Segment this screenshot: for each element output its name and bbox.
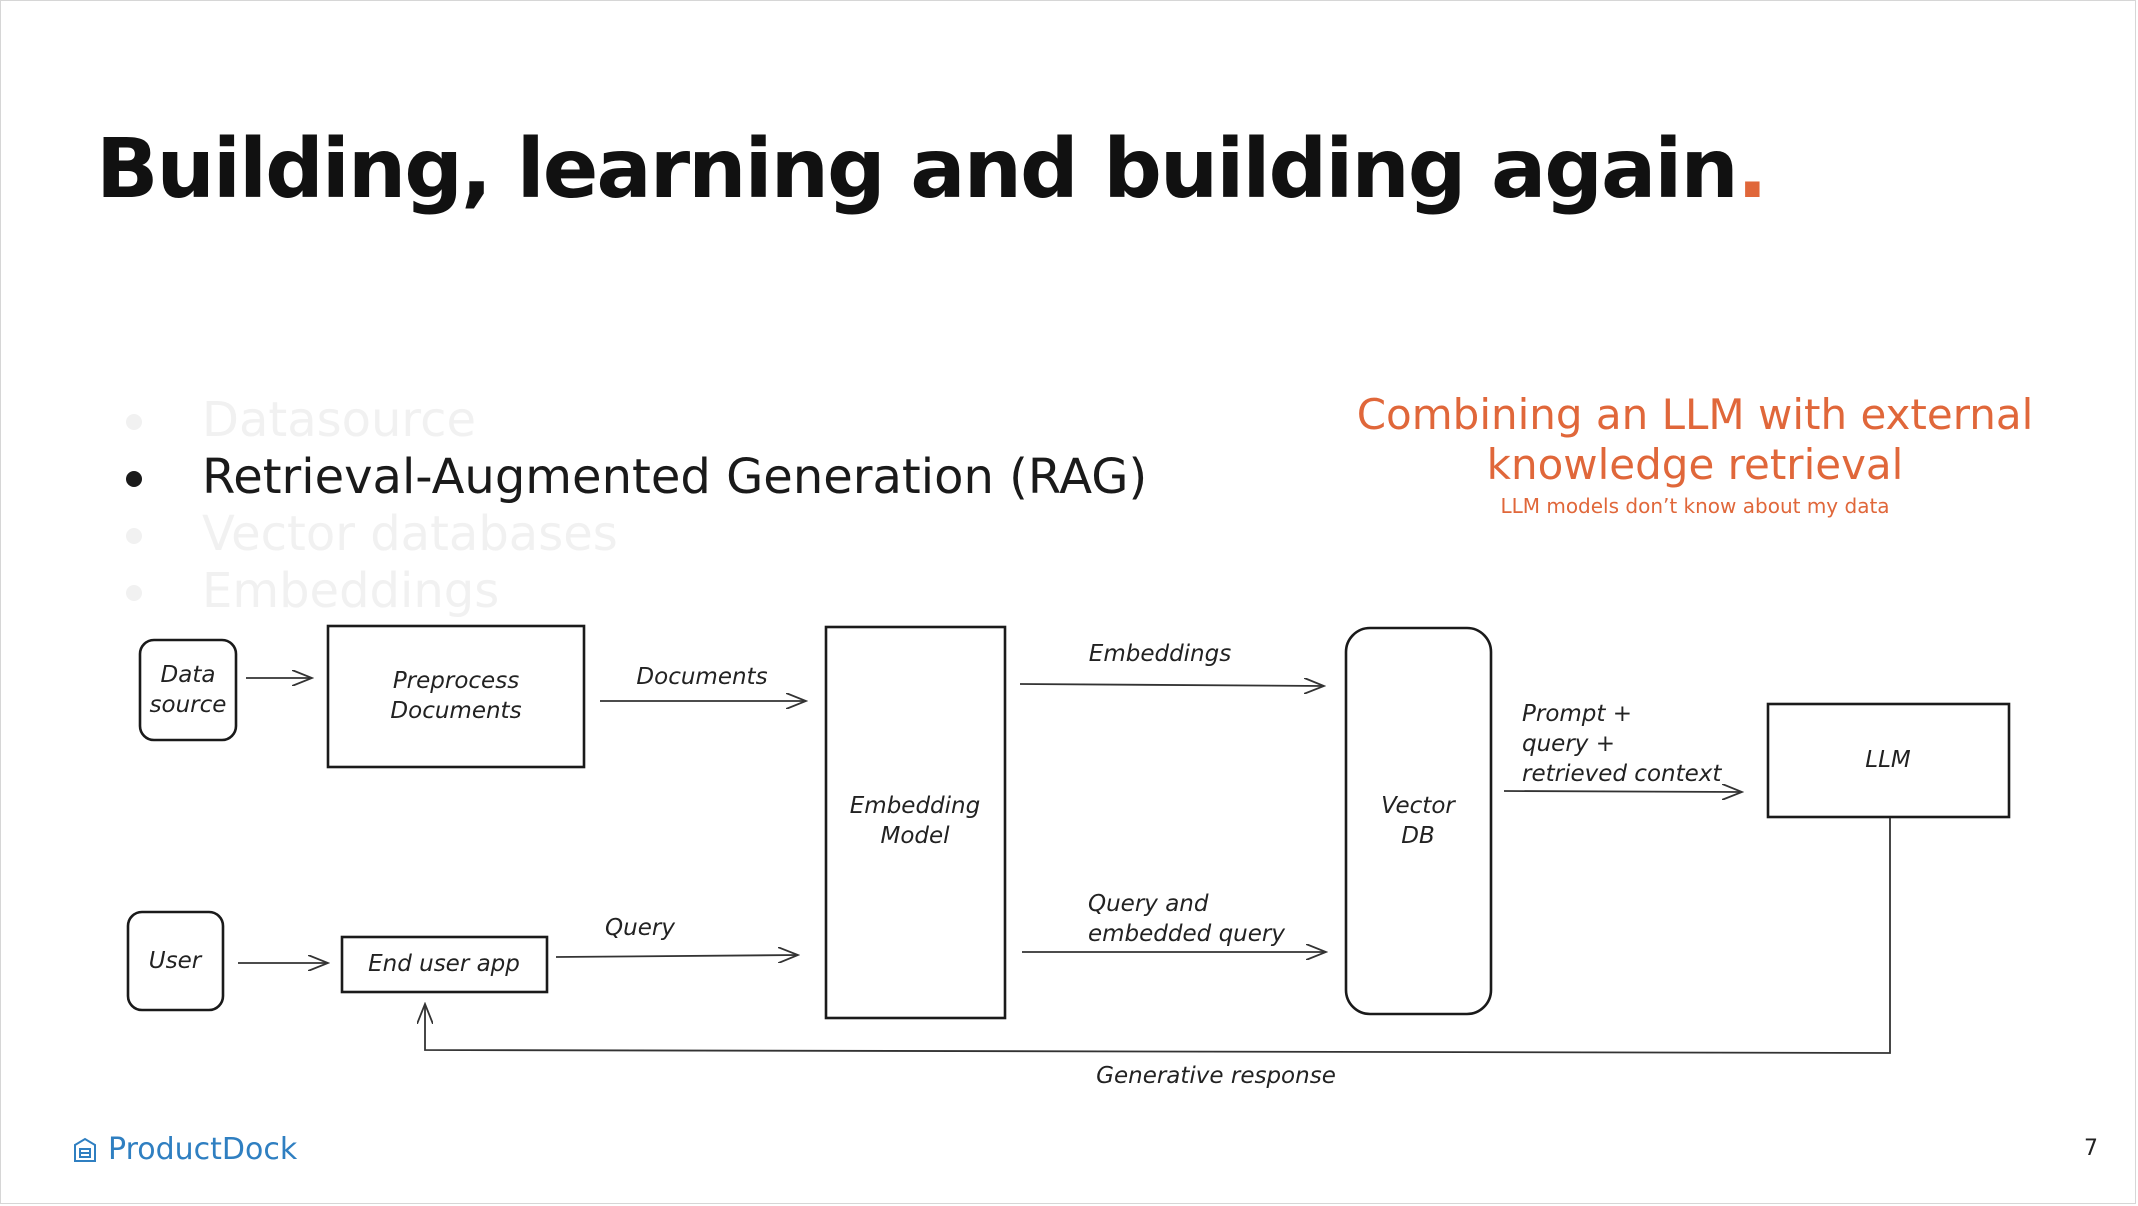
embeddings-label: Embeddings xyxy=(1089,641,1231,667)
embedding-model-node: Embedding Model xyxy=(824,625,1007,1020)
bullet-datasource: Datasource xyxy=(120,392,1147,449)
llm-label: LLM xyxy=(1865,747,1911,773)
prompt-label-1: Prompt + xyxy=(1522,701,1632,727)
query-label: Query xyxy=(605,915,675,941)
bullet-rag: Retrieval-Augmented Generation (RAG) xyxy=(120,449,1147,506)
arrow-embedding-vectordb xyxy=(1019,684,1324,686)
generative-response-label: Generative response xyxy=(1096,1063,1336,1089)
vector-db-label-1: Vector xyxy=(1381,793,1456,819)
arrow-vectordb-llm xyxy=(1503,791,1742,792)
vector-db-node: Vector DB xyxy=(1344,626,1493,1016)
brand-name: ProductDock xyxy=(108,1132,298,1167)
user-node: User xyxy=(126,910,225,1012)
query-embedded-label-1: Query and xyxy=(1088,891,1209,917)
llm-box xyxy=(1766,702,2011,819)
vector-db-box xyxy=(1344,626,1493,1016)
end-user-app-node: End user app xyxy=(340,935,549,994)
bullet-list: Datasource Retrieval-Augmented Generatio… xyxy=(120,392,1147,620)
slide-title: Building, learning and building again. xyxy=(96,122,1768,217)
user-box xyxy=(126,910,225,1012)
preprocess-node: Preprocess Documents xyxy=(326,624,586,769)
callout-line-1: Combining an LLM with external xyxy=(1356,390,2034,439)
prompt-label-3: retrieved context xyxy=(1522,761,1722,787)
callout-subtitle: LLM models don’t know about my data xyxy=(1500,494,1890,518)
query-embedded-label-2: embedded query xyxy=(1088,921,1285,947)
title-text: Building, learning and building again xyxy=(96,122,1739,217)
documents-label: Documents xyxy=(636,664,767,690)
embedding-model-box xyxy=(824,625,1007,1020)
page-number: 7 xyxy=(2084,1136,2098,1161)
data-source-box xyxy=(138,638,238,742)
end-user-app-box xyxy=(340,935,549,994)
productdock-logo-icon xyxy=(74,1137,96,1162)
title-accent-dot: . xyxy=(1736,122,1768,217)
brand-logo: ProductDock xyxy=(72,1132,297,1167)
embedding-model-label-2: Model xyxy=(880,823,950,849)
embedding-model-label-1: Embedding xyxy=(850,793,980,819)
end-user-app-label: End user app xyxy=(368,951,520,977)
user-label: User xyxy=(149,948,203,974)
callout-line-2: knowledge retrieval xyxy=(1486,440,1904,489)
vector-db-label-2: DB xyxy=(1401,823,1435,849)
preprocess-box xyxy=(326,624,586,769)
preprocess-label-1: Preprocess xyxy=(393,668,519,694)
data-source-label-2: source xyxy=(150,692,227,718)
prompt-label-2: query + xyxy=(1522,731,1615,757)
callout: Combining an LLM with external knowledge… xyxy=(1320,390,2070,520)
data-source-node: Data source xyxy=(138,638,238,742)
bullet-vector-databases: Vector databases xyxy=(120,506,1147,563)
preprocess-label-2: Documents xyxy=(390,698,521,724)
arrow-llm-response xyxy=(425,818,1891,1054)
bullet-embeddings: Embeddings xyxy=(120,563,1147,620)
arrow-app-embedding xyxy=(555,955,798,957)
data-source-label-1: Data xyxy=(161,662,216,688)
llm-node: LLM xyxy=(1766,702,2011,819)
